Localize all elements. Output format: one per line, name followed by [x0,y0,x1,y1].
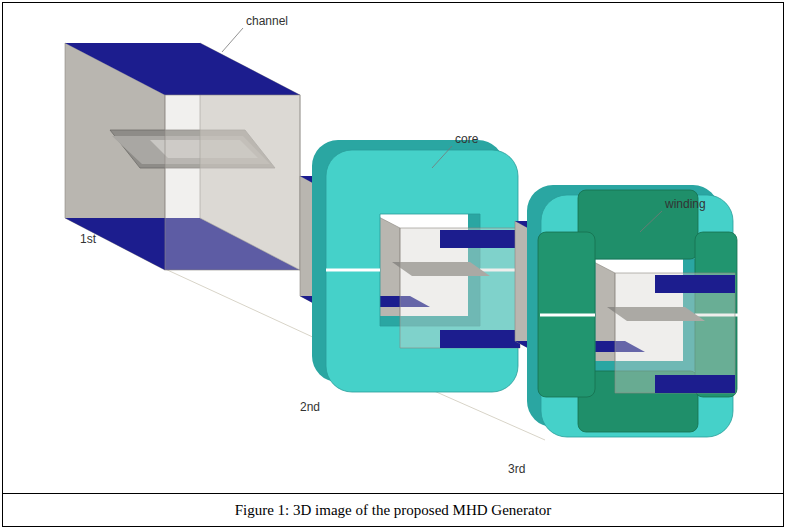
figure-caption: Figure 1: 3D image of the proposed MHD G… [235,501,552,519]
stage-number: 2nd [300,400,320,414]
leader-line [432,146,452,168]
part-label: channel [246,14,288,28]
channel-assembly [65,43,300,270]
stage-number: 1st [80,232,96,246]
figure-frame [3,3,784,527]
leader-line [640,211,662,232]
stage-number: 3rd [508,462,525,476]
leader-line [222,28,243,52]
part-label: core [455,132,478,146]
winding-assembly [515,185,738,437]
part-label: winding [665,197,706,211]
core-assembly [300,140,520,392]
caption-divider [3,493,784,494]
